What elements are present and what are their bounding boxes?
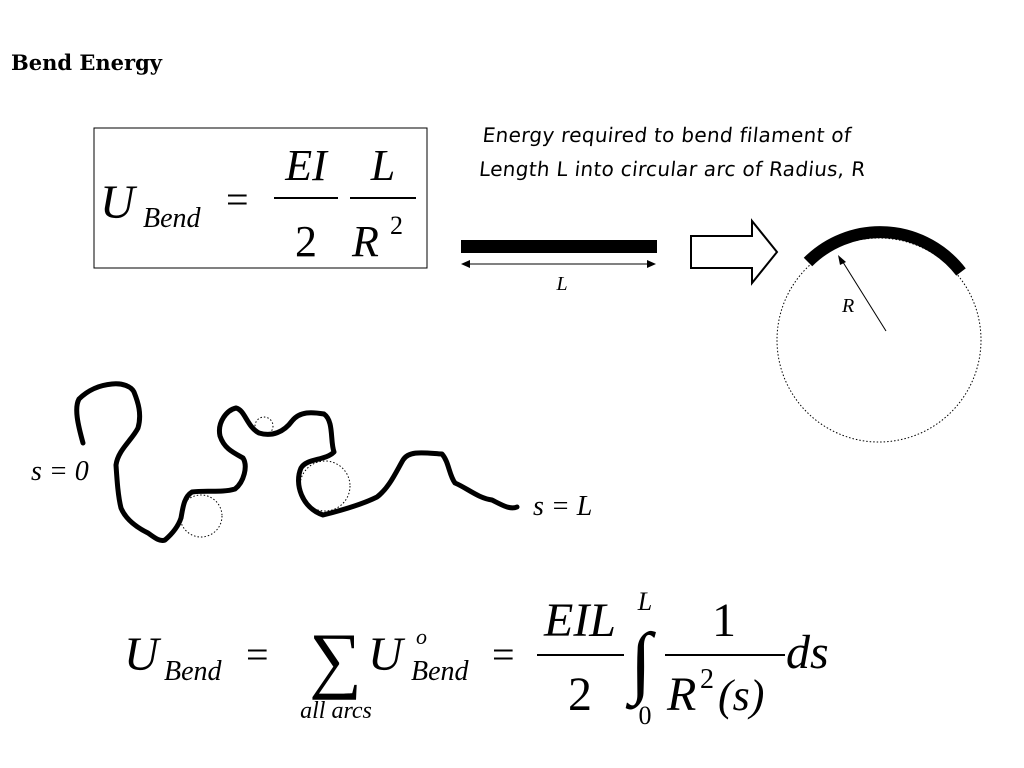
eq1-denominator-1: 2 xyxy=(295,217,317,266)
arrowhead-left-icon xyxy=(461,260,470,268)
eq2-subscript: Bend xyxy=(164,656,223,687)
straight-filament: L xyxy=(461,240,657,295)
length-label: L xyxy=(555,273,567,295)
eq1-subscript: Bend xyxy=(143,203,202,234)
filament-path xyxy=(74,381,520,543)
radius-label: R xyxy=(841,295,854,317)
eq1-exponent: 2 xyxy=(390,211,403,240)
eq2-denominator-exponent: 2 xyxy=(700,664,714,695)
equation-1: U Bend = EI 2 L R 2 xyxy=(93,127,428,269)
arrowhead-right-icon xyxy=(647,260,656,268)
integral-upper-limit: L xyxy=(637,587,652,616)
eq2-numerator: EIL xyxy=(543,594,616,647)
eq2-ds: ds xyxy=(786,626,829,679)
eq1-equals: = xyxy=(226,177,249,222)
eq2-U-o: U xyxy=(368,628,406,681)
right-arrow-icon xyxy=(690,218,779,286)
eq2-numerator-2: 1 xyxy=(712,594,736,647)
slide-title: Bend Energy xyxy=(11,50,162,75)
eq1-numerator-2: L xyxy=(370,141,395,190)
eq1-denominator-2: R xyxy=(351,217,379,266)
eq2-denominator: 2 xyxy=(568,668,592,721)
rod-bar xyxy=(461,240,657,253)
start-label: s = 0 xyxy=(31,456,89,487)
equation-2: U Bend = ∑ all arcs U o Bend = EIL 2 L ∫… xyxy=(124,587,829,730)
integral-symbol: ∫ xyxy=(625,618,657,710)
eq2-U: U xyxy=(124,628,162,681)
eq2-equals-1: = xyxy=(246,632,269,677)
end-label: s = L xyxy=(533,491,592,522)
eq1-U: U xyxy=(100,176,138,229)
sum-symbol: ∑ xyxy=(309,619,362,701)
equation-box xyxy=(93,127,428,269)
eq1-numerator-1: EI xyxy=(284,141,329,190)
eq2-denominator-R: R xyxy=(666,668,696,721)
osculating-circle-1 xyxy=(179,494,223,538)
bent-filament-circle: R xyxy=(776,226,982,443)
integral-lower-limit: 0 xyxy=(639,701,652,730)
eq2-subscript-2: Bend xyxy=(411,656,470,687)
wiggly-filament: s = 0 s = L xyxy=(31,381,592,543)
bent-arc xyxy=(803,226,966,276)
radius-line xyxy=(840,258,887,332)
eq2-superscript: o xyxy=(416,624,427,649)
sum-lower-limit: all arcs xyxy=(300,698,372,724)
eq2-denominator-arg: (s) xyxy=(718,671,764,720)
eq2-equals-2: = xyxy=(492,632,515,677)
radius-arrowhead-icon xyxy=(838,255,846,265)
